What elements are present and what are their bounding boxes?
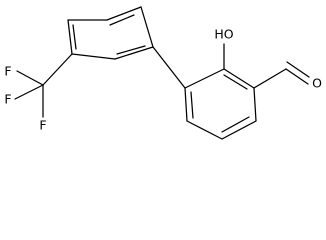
bond	[67, 19, 73, 55]
bond	[184, 68, 225, 89]
bond	[253, 87, 257, 122]
bond	[42, 53, 73, 86]
double-bond-inner-line	[190, 91, 194, 119]
bond	[114, 46, 154, 60]
bond	[184, 87, 188, 122]
hydroxyl-label: HO	[214, 27, 233, 42]
bond	[106, 6, 142, 21]
double-bond-inner-line	[221, 116, 250, 133]
double-bond-inner-line	[109, 14, 135, 26]
chemical-structure-diagram: F F F HO O	[4, 6, 322, 140]
bond	[140, 6, 154, 48]
fluorine-label: F	[4, 92, 11, 107]
double-bond-inner-line	[223, 74, 248, 90]
carbonyl-oxygen-label: O	[312, 76, 322, 91]
bond	[186, 120, 223, 140]
biaryl-bond	[152, 46, 186, 89]
bond	[285, 68, 309, 85]
bond	[221, 120, 257, 140]
fluorine-label: F	[4, 64, 11, 79]
bond	[152, 46, 186, 89]
bond	[253, 68, 287, 89]
bond	[71, 53, 116, 60]
double-bond-inner-line	[286, 61, 310, 78]
hydroxyl-group: HO	[214, 27, 234, 70]
bond	[14, 84, 44, 100]
trifluoromethylphenyl-ring	[67, 6, 154, 60]
bond	[223, 68, 255, 89]
fluorine-label: F	[39, 118, 46, 133]
double-bond-inner-line	[116, 45, 146, 55]
hydroxybenzaldehyde-ring	[184, 68, 257, 140]
bond	[16, 70, 44, 86]
aldehyde-group: O	[253, 61, 322, 91]
trifluoromethyl-group: F F F	[4, 53, 73, 133]
double-bond-inner-line	[72, 24, 77, 50]
